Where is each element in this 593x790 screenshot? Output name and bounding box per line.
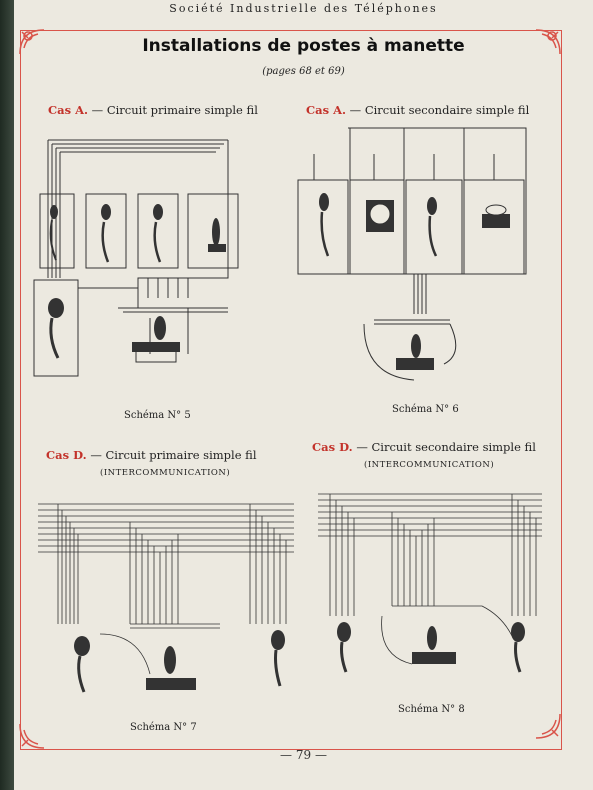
- caption-text: — Circuit secondaire simple fil: [349, 103, 530, 117]
- caption-bottom-left: Cas D. — Circuit primaire simple fil: [46, 448, 257, 462]
- red-border-frame: [20, 30, 562, 750]
- ornament-corner-bottom-left: [19, 723, 45, 749]
- case-label: Cas D.: [46, 448, 87, 462]
- page-title: Installations de postes à manette: [142, 36, 465, 56]
- schema-label-6: Schéma N° 6: [392, 404, 459, 415]
- caption-text: — Circuit primaire simple fil: [91, 103, 258, 117]
- wiring-diagram-schema-7: [38, 503, 294, 693]
- schema-label-5: Schéma N° 5: [124, 410, 191, 421]
- running-header: Société Industrielle des Téléphones: [169, 2, 438, 15]
- case-label: Cas A.: [48, 103, 89, 117]
- ornament-corner-bottom-right: [535, 713, 561, 739]
- caption-bottom-right: Cas D. — Circuit secondaire simple fil: [312, 440, 536, 454]
- wiring-diagram-schema-8: [318, 493, 542, 673]
- page-number: — 79 —: [280, 748, 327, 762]
- schema-label-8: Schéma N° 8: [398, 704, 465, 715]
- ornament-corner-top-left: [19, 29, 45, 55]
- book-spine: [0, 0, 14, 790]
- caption-top-left: Cas A. — Circuit primaire simple fil: [48, 103, 258, 117]
- catalog-page: Société Industrielle des Téléphones Inst…: [14, 0, 593, 790]
- case-label: Cas A.: [306, 103, 347, 117]
- page-reference: (pages 68 et 69): [262, 66, 345, 77]
- case-label: Cas D.: [312, 440, 353, 454]
- caption-top-right: Cas A. — Circuit secondaire simple fil: [306, 103, 529, 117]
- subcaption-bottom-right: (INTERCOMMUNICATION): [364, 460, 495, 470]
- wiring-diagram-schema-5: [33, 139, 239, 377]
- subcaption-bottom-left: (INTERCOMMUNICATION): [100, 468, 231, 478]
- caption-text: — Circuit secondaire simple fil: [356, 440, 536, 454]
- caption-text: — Circuit primaire simple fil: [90, 448, 257, 462]
- ornament-corner-top-right: [535, 29, 561, 55]
- wiring-diagram-schema-6: [297, 124, 540, 381]
- schema-label-7: Schéma N° 7: [130, 722, 197, 733]
